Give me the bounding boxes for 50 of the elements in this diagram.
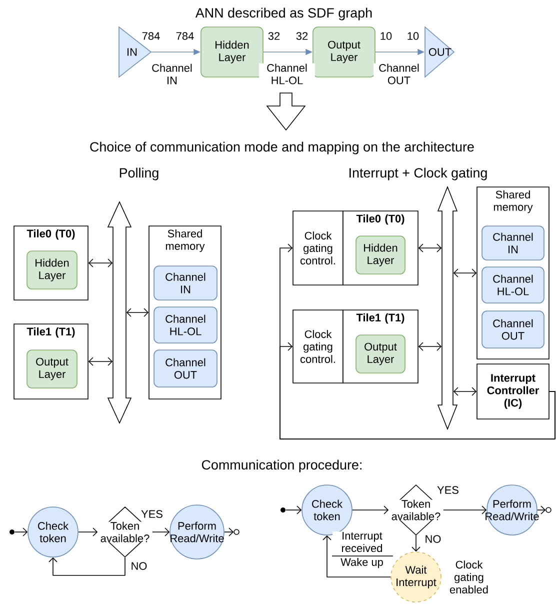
channel-box: Channel IN <box>482 226 544 260</box>
channel-box: Channel OUT <box>482 310 544 348</box>
arrow <box>126 308 149 317</box>
channel-box: Channel HL-OL <box>482 266 544 304</box>
layer-box: Output Layer <box>26 350 78 388</box>
layer-box: Output Layer <box>312 26 376 78</box>
rate-label: 10 <box>406 32 420 40</box>
edge-label: Interrupt received <box>332 531 392 553</box>
arrow <box>412 535 420 552</box>
controller-box: Interrupt Controller (IC) <box>476 364 550 420</box>
edge-label: NO <box>424 534 442 544</box>
clock-gating-box: Clock gating control. <box>292 310 344 384</box>
arrow <box>280 342 556 440</box>
layer-box: Hidden Layer <box>356 236 406 274</box>
edge-label: Channel OUT <box>374 63 424 85</box>
clock-gating-box: Clock gating control. <box>292 210 344 286</box>
bus-arrow <box>107 201 132 424</box>
bus-arrow <box>437 186 458 430</box>
edge-label: Channel HL-OL <box>259 63 315 85</box>
arrow <box>48 557 126 576</box>
channel-box: Channel OUT <box>154 350 218 388</box>
heading: Choice of communication mode and mapping on the architecture <box>89 142 474 154</box>
arrow <box>14 528 28 536</box>
channel-box: Channel IN <box>154 266 218 300</box>
layer-box: Hidden Layer <box>200 26 264 78</box>
arrow <box>322 535 391 578</box>
arrow <box>286 506 302 514</box>
arrow <box>352 506 389 514</box>
arrow <box>418 244 442 252</box>
layer-box: Output Layer <box>356 334 406 374</box>
arrow <box>152 528 170 536</box>
arrow <box>88 357 113 366</box>
arrow <box>443 506 487 514</box>
arrow <box>88 258 113 268</box>
beside-note: Clock gating enabled <box>450 560 488 594</box>
arrow <box>224 528 234 536</box>
arrow <box>453 268 477 278</box>
arrow <box>418 342 442 351</box>
arrow <box>453 387 477 396</box>
title: ANN described as SDF graph <box>195 8 372 20</box>
layer-box: Hidden Layer <box>26 250 78 290</box>
channel-box: Channel HL-OL <box>154 306 218 344</box>
edge-label: NO <box>130 562 148 570</box>
arrow <box>78 528 98 536</box>
heading: Communication procedure: <box>201 460 363 472</box>
heading: Interrupt + Clock gating <box>348 168 488 180</box>
transition-label: Wake up <box>340 558 384 568</box>
heading: Polling <box>118 168 160 180</box>
rate-label: 784 <box>176 32 194 40</box>
arrow <box>537 506 546 514</box>
